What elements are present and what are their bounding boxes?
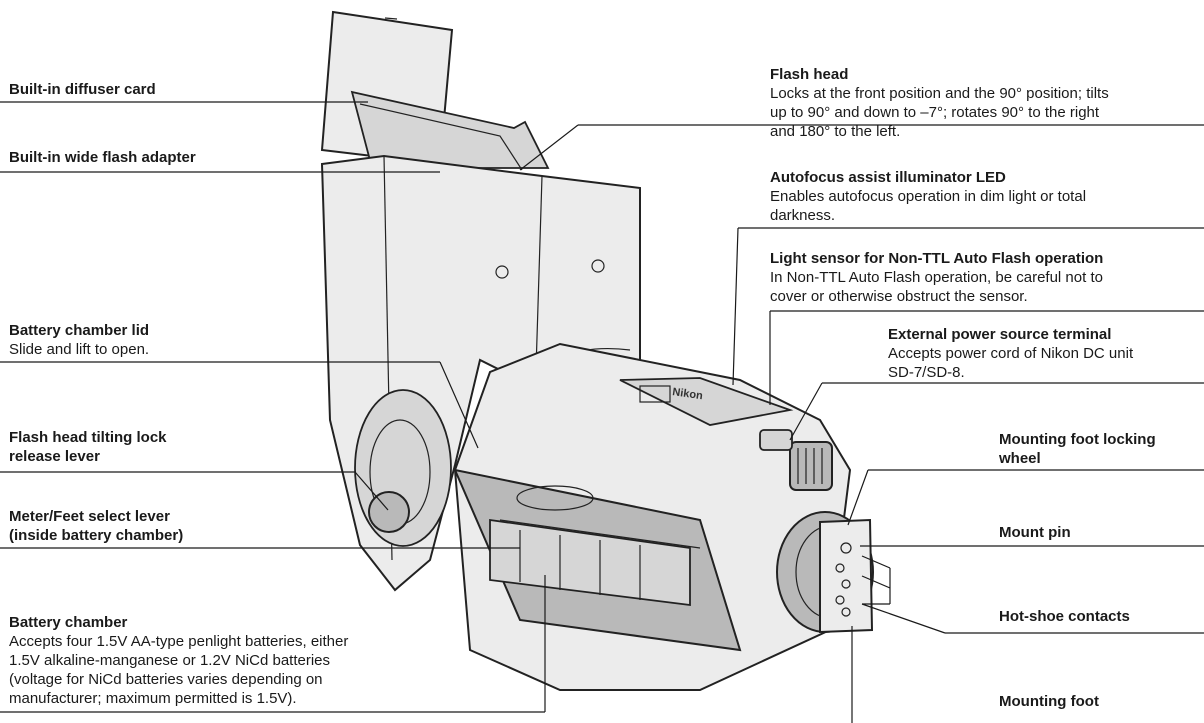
label-title: Light sensor for Non-TTL Auto Flash oper… xyxy=(770,250,1104,267)
label-title: Hot-shoe contacts xyxy=(999,608,1130,625)
label-title: Battery chamber lid xyxy=(9,322,150,339)
label-tilt-lock-lever: Flash head tilting lock release lever xyxy=(9,428,167,466)
label-title: Built-in diffuser card xyxy=(9,81,156,98)
label-battery-chamber-lid: Battery chamber lid Slide and lift to op… xyxy=(9,321,149,359)
label-title: Mounting foot xyxy=(999,693,1099,710)
label-title-1: Flash head tilting lock xyxy=(9,429,167,446)
label-desc-3: (voltage for NiCd batteries varies depen… xyxy=(9,671,323,688)
light-sensor-shape xyxy=(619,377,794,426)
label-desc-1: Accepts power cord of Nikon DC unit xyxy=(888,345,1134,362)
label-desc-1: Enables autofocus operation in dim light… xyxy=(770,188,1087,205)
label-title: Autofocus assist illuminator LED xyxy=(770,169,1006,186)
label-hot-shoe-contacts: Hot-shoe contacts xyxy=(999,607,1130,626)
tilt-lock-lever-shape xyxy=(368,491,410,533)
label-desc-2: SD-7/SD-8. xyxy=(888,364,965,381)
label-desc-1: In Non-TTL Auto Flash operation, be care… xyxy=(770,269,1103,286)
label-mounting-foot: Mounting foot xyxy=(999,692,1099,711)
label-light-sensor: Light sensor for Non-TTL Auto Flash oper… xyxy=(770,249,1103,306)
label-diffuser-card: Built-in diffuser card xyxy=(9,80,156,99)
label-desc-3: and 180° to the left. xyxy=(770,123,901,140)
label-desc-4: manufacturer; maximum permitted is 1.5V)… xyxy=(9,690,297,707)
wide-adapter-shape xyxy=(350,90,550,169)
label-title: Battery chamber xyxy=(9,614,128,631)
label-desc-1: Locks at the front position and the 90° … xyxy=(770,85,1109,102)
label-meter-feet-lever: Meter/Feet select lever (inside battery … xyxy=(9,507,183,545)
label-title-1: Meter/Feet select lever xyxy=(9,508,170,525)
label-battery-chamber: Battery chamber Accepts four 1.5V AA-typ… xyxy=(9,613,348,708)
label-locking-wheel: Mounting foot locking wheel xyxy=(999,430,1156,468)
label-title: Flash head xyxy=(770,66,849,83)
label-title: Mount pin xyxy=(999,524,1071,541)
label-title-2: wheel xyxy=(999,450,1041,467)
label-desc-1: Accepts four 1.5V AA-type penlight batte… xyxy=(9,633,349,650)
label-mount-pin: Mount pin xyxy=(999,523,1071,542)
label-desc-2: 1.5V alkaline-manganese or 1.2V NiCd bat… xyxy=(9,652,331,669)
label-wide-flash-adapter: Built-in wide flash adapter xyxy=(9,148,196,167)
label-desc: Slide and lift to open. xyxy=(9,341,150,358)
label-flash-head: Flash head Locks at the front position a… xyxy=(770,65,1109,141)
label-title-2: release lever xyxy=(9,448,100,465)
label-title: External power source terminal xyxy=(888,326,1112,343)
label-title-1: Mounting foot locking xyxy=(999,431,1156,448)
label-desc-2: darkness. xyxy=(770,207,836,224)
label-af-assist-led: Autofocus assist illuminator LED Enables… xyxy=(770,168,1086,225)
vent-shape xyxy=(789,441,833,491)
label-desc-2: cover or otherwise obstruct the sensor. xyxy=(770,288,1028,305)
label-desc-2: up to 90° and down to –7°; rotates 90° t… xyxy=(770,104,1100,121)
brand-logo: Nikon xyxy=(672,386,704,402)
mount-pin-shape xyxy=(840,542,852,554)
label-title-2: (inside battery chamber) xyxy=(9,527,184,544)
mounting-foot-shape xyxy=(819,518,874,634)
label-title: Built-in wide flash adapter xyxy=(9,149,196,166)
label-external-power: External power source terminal Accepts p… xyxy=(888,325,1133,382)
external-terminal-shape xyxy=(759,429,793,451)
